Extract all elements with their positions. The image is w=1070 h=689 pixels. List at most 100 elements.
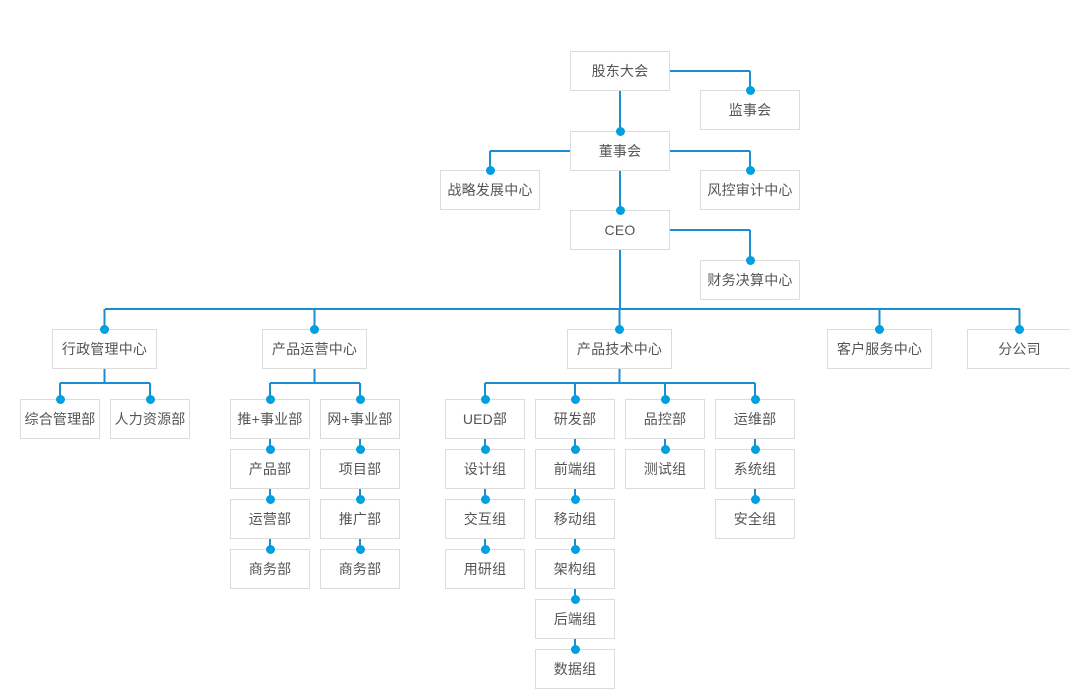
org-node-data_group[interactable]: 数据组: [535, 649, 615, 689]
org-node-productops[interactable]: 产品运营中心: [262, 329, 367, 369]
org-node-ops_dept[interactable]: 运营部: [230, 499, 310, 539]
connector-dot-icon: [480, 544, 490, 554]
org-node-label: 网+事业部: [327, 410, 393, 427]
connector-dot-icon: [750, 394, 760, 404]
org-node-label: 交互组: [463, 510, 507, 527]
org-node-supervisors[interactable]: 监事会: [700, 90, 800, 130]
org-node-admin[interactable]: 行政管理中心: [52, 329, 157, 369]
org-node-label: 产品运营中心: [271, 340, 358, 357]
org-node-branch[interactable]: 分公司: [967, 329, 1070, 369]
org-node-riskaudit[interactable]: 风控审计中心: [700, 170, 800, 210]
connector-dot-icon: [615, 324, 624, 334]
connector-dot-icon: [310, 324, 319, 334]
org-node-label: 前端组: [553, 460, 597, 477]
connector-dot-icon: [570, 644, 580, 654]
connector-dot-icon: [615, 126, 625, 136]
org-node-mobile_group[interactable]: 移动组: [535, 499, 615, 539]
org-node-label: 股东大会: [591, 62, 649, 79]
org-node-label: 商务部: [338, 560, 382, 577]
org-node-label: 后端组: [553, 610, 597, 627]
connector-dot-icon: [660, 444, 670, 454]
org-node-label: 测试组: [643, 460, 687, 477]
org-node-ceo[interactable]: CEO: [570, 210, 670, 250]
org-node-biz_dept_1[interactable]: 商务部: [230, 549, 310, 589]
org-node-arch_group[interactable]: 架构组: [535, 549, 615, 589]
org-node-label: 数据组: [553, 660, 597, 677]
org-node-research_group[interactable]: 用研组: [445, 549, 525, 589]
connector-dot-icon: [355, 494, 365, 504]
org-node-label: 推广部: [338, 510, 382, 527]
connector-dot-icon: [570, 544, 580, 554]
connector-dot-icon: [355, 544, 365, 554]
org-node-interaction_group[interactable]: 交互组: [445, 499, 525, 539]
org-node-rnd[interactable]: 研发部: [535, 399, 615, 439]
connector-dot-icon: [265, 494, 275, 504]
org-node-label: 安全组: [733, 510, 777, 527]
org-node-label: UED部: [462, 410, 508, 427]
org-node-frontend_group[interactable]: 前端组: [535, 449, 615, 489]
org-node-label: 设计组: [463, 460, 507, 477]
org-node-label: 战略发展中心: [447, 181, 533, 198]
org-node-label: 综合管理部: [24, 410, 96, 427]
connector-dot-icon: [480, 494, 490, 504]
org-node-label: 监事会: [728, 101, 772, 118]
org-node-devops[interactable]: 运维部: [715, 399, 795, 439]
org-node-shareholders[interactable]: 股东大会: [570, 51, 670, 91]
connector-dot-icon: [55, 394, 65, 404]
org-node-label: 行政管理中心: [61, 340, 148, 357]
org-node-label: 董事会: [598, 142, 642, 159]
org-node-label: 项目部: [338, 460, 382, 477]
org-node-test_group[interactable]: 测试组: [625, 449, 705, 489]
org-node-security_group[interactable]: 安全组: [715, 499, 795, 539]
org-node-label: 运营部: [248, 510, 292, 527]
connector-dot-icon: [750, 494, 760, 504]
connector-dot-icon: [100, 324, 109, 334]
org-node-label: 产品技术中心: [576, 340, 663, 357]
connector-dot-icon: [570, 394, 580, 404]
org-node-design_group[interactable]: 设计组: [445, 449, 525, 489]
org-node-label: 研发部: [553, 410, 597, 427]
org-node-wang_bu[interactable]: 网+事业部: [320, 399, 400, 439]
org-node-label: 品控部: [643, 410, 687, 427]
org-node-label: 人力资源部: [114, 410, 186, 427]
org-node-label: 分公司: [998, 340, 1041, 357]
org-node-label: 产品部: [248, 460, 292, 477]
org-node-label: 移动组: [553, 510, 597, 527]
org-node-label: 运维部: [733, 410, 777, 427]
connector-dot-icon: [660, 394, 670, 404]
org-node-ued[interactable]: UED部: [445, 399, 525, 439]
connector-dot-icon: [1015, 324, 1024, 334]
org-node-qa[interactable]: 品控部: [625, 399, 705, 439]
org-node-biz_dept_2[interactable]: 商务部: [320, 549, 400, 589]
org-node-label: CEO: [604, 221, 636, 238]
connector-dot-icon: [750, 444, 760, 454]
connector-dot-icon: [265, 444, 275, 454]
org-node-system_group[interactable]: 系统组: [715, 449, 795, 489]
org-node-customerservice[interactable]: 客户服务中心: [827, 329, 932, 369]
connector-dot-icon: [265, 394, 275, 404]
org-node-backend_group[interactable]: 后端组: [535, 599, 615, 639]
connector-dot-icon: [570, 444, 580, 454]
org-node-project_dept[interactable]: 项目部: [320, 449, 400, 489]
org-node-tui_bu[interactable]: 推+事业部: [230, 399, 310, 439]
connector-dot-icon: [570, 494, 580, 504]
org-node-finance[interactable]: 财务决算中心: [700, 260, 800, 300]
connector-dot-icon: [355, 444, 365, 454]
org-node-label: 财务决算中心: [707, 271, 793, 288]
connector-dot-icon: [480, 394, 490, 404]
org-node-product_dept[interactable]: 产品部: [230, 449, 310, 489]
connector-dot-icon: [745, 165, 755, 175]
org-node-general_mgmt[interactable]: 综合管理部: [20, 399, 100, 439]
org-node-producttech[interactable]: 产品技术中心: [567, 329, 672, 369]
org-node-promo_dept[interactable]: 推广部: [320, 499, 400, 539]
org-node-hr[interactable]: 人力资源部: [110, 399, 190, 439]
connector-dot-icon: [485, 165, 495, 175]
org-node-label: 风控审计中心: [707, 181, 793, 198]
connector-dot-icon: [265, 544, 275, 554]
connector-dot-icon: [145, 394, 155, 404]
connector-dot-icon: [745, 85, 755, 95]
org-node-board[interactable]: 董事会: [570, 131, 670, 171]
org-node-strategy[interactable]: 战略发展中心: [440, 170, 540, 210]
connector-dot-icon: [570, 594, 580, 604]
